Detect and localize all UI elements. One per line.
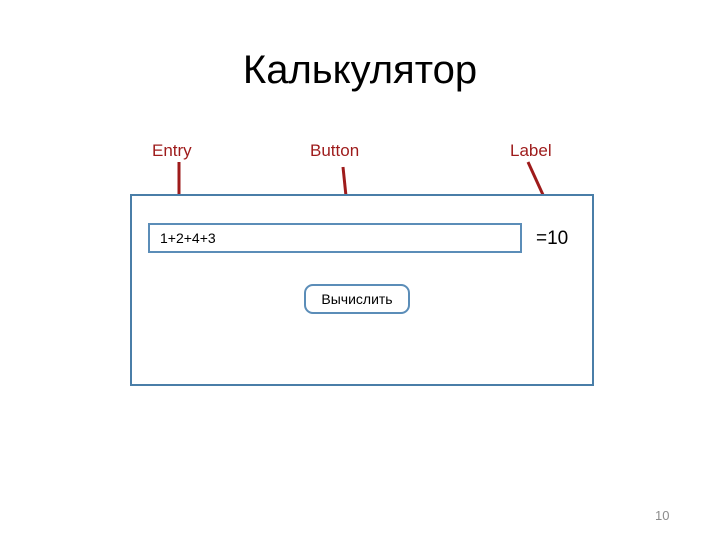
calculate-button-label: Вычислить <box>321 291 393 307</box>
slide-number: 10 <box>655 508 670 523</box>
annotation-label-label: Label <box>510 141 552 160</box>
annotation-label-button: Button <box>310 141 360 160</box>
calculate-button[interactable]: Вычислить <box>304 284 410 314</box>
annotation-label-entry: Entry <box>152 141 192 160</box>
result-label: =10 <box>536 228 569 249</box>
page-title: Калькулятор <box>242 48 478 92</box>
entry-input-value: 1+2+4+3 <box>160 230 216 246</box>
entry-input[interactable]: 1+2+4+3 <box>148 223 522 253</box>
